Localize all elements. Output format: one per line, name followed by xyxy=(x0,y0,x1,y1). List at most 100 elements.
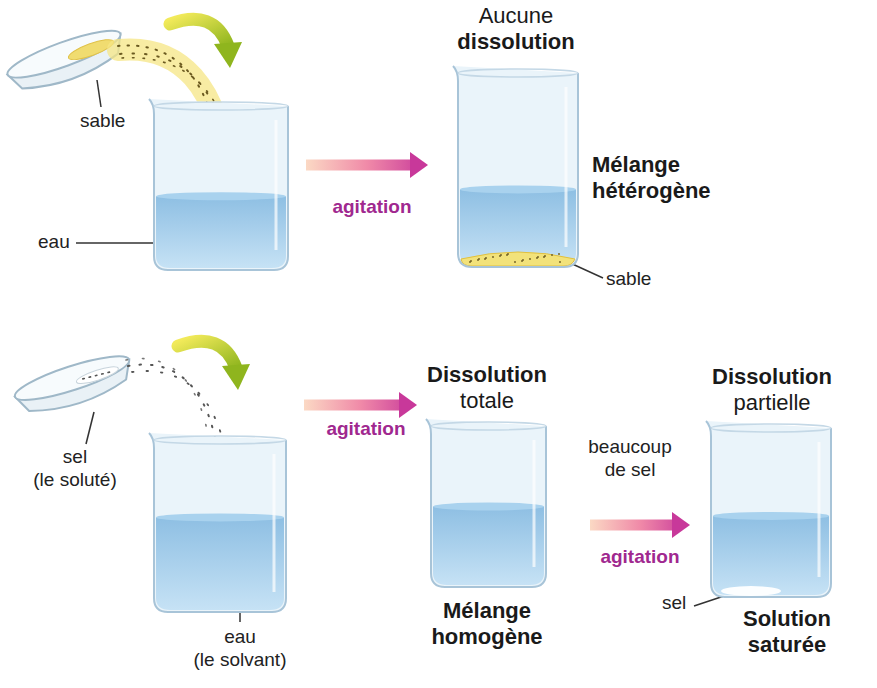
edge-label: agitation xyxy=(580,546,700,569)
sand-grain xyxy=(559,261,561,263)
sand-grain xyxy=(543,256,545,258)
beaker-glass xyxy=(453,66,578,267)
sand-grain xyxy=(551,254,553,256)
sand-grain xyxy=(499,255,501,257)
sand-grain xyxy=(544,255,546,257)
sand-grain xyxy=(469,261,471,263)
beaker: eau (le solvant) xyxy=(148,432,290,615)
beaker-rim xyxy=(154,102,288,110)
beaker-outline xyxy=(149,433,286,612)
arrow-shaft xyxy=(306,160,412,171)
salt-deposit xyxy=(721,586,781,596)
beaker-outline xyxy=(706,421,831,597)
edge-label: agitation xyxy=(306,418,426,441)
beaker-label: Solution saturée xyxy=(722,606,852,659)
pour-arrow xyxy=(170,19,242,68)
leader-line xyxy=(76,80,730,622)
leader-line xyxy=(76,242,166,244)
beaker: Aucune dissolutionMélange hétérogènesabl… xyxy=(452,65,582,270)
beaker-label: Aucune dissolution xyxy=(441,3,591,56)
beaker-glass xyxy=(426,419,546,587)
beaker-outline xyxy=(453,66,578,267)
water xyxy=(156,196,286,268)
beaker-label: Dissolution totale xyxy=(412,362,562,415)
salt-dish xyxy=(11,348,133,408)
glass-highlight xyxy=(275,120,278,250)
pour-arrow xyxy=(214,42,242,68)
arrow-head xyxy=(672,512,690,538)
sand-grain xyxy=(514,261,516,263)
water xyxy=(433,507,544,586)
sand-grain xyxy=(529,258,531,260)
beaker-rim xyxy=(154,436,286,444)
water-surface xyxy=(460,185,576,193)
agitation-arrow xyxy=(590,512,690,538)
arrow-head xyxy=(410,152,428,178)
water-surface xyxy=(156,513,284,521)
sand-grain xyxy=(470,260,472,262)
beaker-label: Dissolution partielle xyxy=(697,364,847,417)
pour-arrow xyxy=(222,364,250,390)
sand-grain xyxy=(536,257,538,259)
beaker-drawing xyxy=(148,98,292,273)
arrow-head xyxy=(399,392,417,418)
beaker-drawing xyxy=(452,65,582,270)
sand-grain xyxy=(477,259,479,261)
sand-grain xyxy=(506,254,508,256)
water xyxy=(460,189,576,265)
leader-line xyxy=(97,80,101,107)
beaker: Dissolution totaleMélange homogène xyxy=(425,418,550,590)
beaker-rim xyxy=(458,69,578,77)
beaker-label: Mélange hétérogène xyxy=(592,152,742,205)
water xyxy=(156,517,284,610)
sand-dish xyxy=(3,22,124,86)
salt-dish xyxy=(75,364,120,387)
agitation-arrow xyxy=(304,392,417,418)
edge-label: agitation xyxy=(312,196,432,219)
substance-label: sable xyxy=(80,110,140,133)
glass-highlight xyxy=(565,87,568,247)
substance-label: beaucoup de sel xyxy=(570,436,690,482)
pour-arrow xyxy=(178,341,250,390)
beaker-rim xyxy=(431,422,546,430)
agitation-arrow xyxy=(306,152,428,178)
arrow-shaft xyxy=(304,400,401,411)
water xyxy=(713,516,829,595)
sand-grain xyxy=(521,260,523,262)
sand-deposit xyxy=(461,252,575,266)
beaker: eau xyxy=(148,98,292,273)
sand-grain xyxy=(500,254,502,256)
beaker-label: eau (le solvant) xyxy=(175,626,305,672)
sand-grain xyxy=(484,258,486,260)
beaker-label: sable xyxy=(606,268,666,291)
arrow-shaft xyxy=(590,520,674,531)
pour-arrow xyxy=(178,341,236,368)
glass-highlight xyxy=(818,442,821,577)
beaker-outline xyxy=(426,419,546,587)
beaker-drawing xyxy=(705,420,835,600)
beaker-drawing xyxy=(148,432,290,615)
sand-grain xyxy=(485,257,487,259)
sand-grain xyxy=(537,256,539,258)
beaker-glass xyxy=(149,433,286,612)
salt-dish xyxy=(83,370,112,381)
pour-arrow xyxy=(170,19,228,46)
leader-line xyxy=(86,412,94,444)
glass-highlight xyxy=(533,440,536,567)
sand-grain xyxy=(478,258,480,260)
salt-dish xyxy=(11,348,137,421)
water-surface xyxy=(713,512,829,520)
substance-label: sel (le soluté) xyxy=(15,446,135,492)
sand-dish xyxy=(3,22,129,99)
water-surface xyxy=(433,503,544,511)
sand-grain xyxy=(558,253,560,255)
beaker-rim xyxy=(711,424,831,432)
beaker-outline xyxy=(149,99,288,270)
sand-grain xyxy=(492,256,494,258)
beaker: Dissolution partielleselSolution saturée xyxy=(705,420,835,600)
beaker-glass xyxy=(706,421,831,597)
beaker-label: Mélange homogène xyxy=(412,598,562,651)
